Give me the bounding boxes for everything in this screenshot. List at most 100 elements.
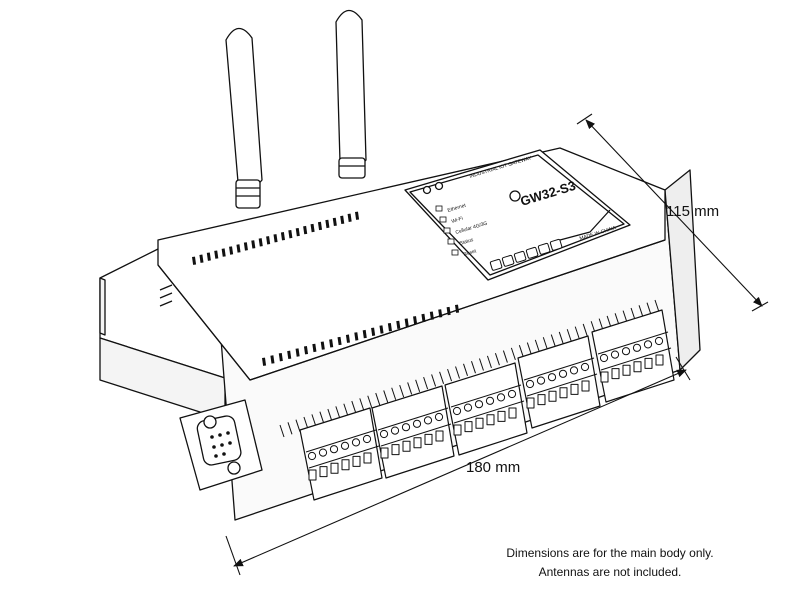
terminal-slot: [526, 397, 535, 409]
terminal-slot: [435, 430, 444, 442]
vent-slot: [421, 313, 426, 323]
terminal-screw: [569, 366, 579, 375]
vent-slot: [270, 355, 275, 364]
fin-line: [558, 331, 564, 345]
terminal-screw: [610, 350, 620, 359]
terminal-slot: [424, 433, 433, 445]
fin-line: [494, 353, 500, 366]
fin-line: [566, 329, 572, 342]
vent-slot: [455, 304, 460, 313]
indicator-icon: [447, 238, 455, 245]
terminal-screw: [351, 438, 361, 447]
terminal-slot: [391, 444, 400, 456]
terminal-slot: [559, 387, 568, 399]
terminal-slot: [537, 394, 546, 406]
vent-slot: [278, 352, 283, 362]
fin-line: [502, 350, 508, 363]
indicator-label: Status: [459, 237, 475, 247]
vent-slot: [251, 240, 256, 249]
terminal-slot: [402, 440, 411, 452]
vent-slot: [347, 213, 352, 222]
vent-slot: [345, 334, 350, 343]
terminal-screw: [643, 340, 653, 349]
terminal-screw: [580, 362, 590, 372]
antenna-left: [225, 27, 263, 209]
terminal-slot: [464, 421, 473, 433]
vent-slot: [262, 357, 267, 366]
terminal-screw: [318, 448, 328, 457]
fin-line: [638, 305, 644, 318]
vent-slot: [387, 323, 392, 332]
vent-slots-front: [262, 304, 460, 366]
fin-line: [486, 355, 492, 369]
vent-slot: [280, 232, 285, 241]
terminal-screw: [485, 396, 495, 405]
terminal-slot: [548, 390, 557, 402]
vent-slot: [396, 320, 401, 330]
panel-button: [489, 258, 503, 271]
terminal-screw: [423, 416, 433, 425]
terminal-screw: [340, 441, 350, 450]
indicator-label: Reset: [463, 248, 478, 258]
terminal-slot: [611, 368, 620, 380]
fin-line: [550, 334, 556, 347]
vent-slot: [354, 332, 359, 341]
panel-button: [501, 254, 515, 267]
terminal-screw: [412, 419, 422, 428]
vent-slot: [258, 238, 263, 247]
depth-label: 115 mm: [666, 203, 719, 220]
note-line-2: Antennas are not included.: [538, 565, 682, 579]
terminal-screw: [507, 389, 517, 399]
terminal-slot: [319, 466, 328, 478]
vent-slot: [236, 244, 241, 253]
indicator-icon: [435, 205, 443, 212]
fin-line: [534, 339, 540, 353]
terminal-screw: [401, 423, 411, 432]
vent-slot: [325, 219, 330, 229]
fin-line: [510, 347, 516, 361]
terminal-slot: [644, 357, 653, 369]
terminal-slot: [363, 452, 372, 464]
terminal-slot: [475, 417, 484, 429]
terminal-slot: [497, 410, 506, 422]
vent-slot: [303, 346, 309, 355]
vent-slot: [229, 246, 234, 255]
vent-slot: [303, 225, 308, 235]
terminal-screw: [558, 369, 568, 378]
terminal-screw: [452, 406, 462, 416]
terminal-screw: [621, 347, 631, 356]
vent-slot: [371, 327, 376, 336]
fin-line: [526, 342, 532, 355]
terminal-screw: [632, 343, 642, 352]
terminal-screw: [434, 412, 444, 422]
terminal-slot: [581, 380, 590, 392]
dimension-depth: 115 mm: [576, 113, 769, 312]
vent-slot: [206, 252, 211, 261]
terminal-slot: [308, 469, 317, 481]
terminal-slot: [570, 383, 579, 395]
terminal-screw: [547, 373, 557, 382]
vent-slot: [288, 229, 293, 239]
note-line-1: Dimensions are for the main body only.: [506, 546, 714, 560]
terminal-slot: [413, 437, 422, 449]
vent-slot: [438, 309, 443, 318]
terminal-slot: [633, 361, 642, 373]
terminal-screw: [525, 379, 535, 389]
terminal-screw: [362, 434, 372, 444]
vent-slots-rear: [191, 211, 360, 265]
indicator-label: Wi-Fi: [451, 216, 464, 225]
terminal-screw: [307, 451, 317, 461]
fin-line: [582, 323, 588, 337]
terminal-screw: [496, 393, 506, 402]
vent-slot: [413, 316, 418, 325]
vent-slot: [266, 236, 271, 245]
panel-button: [537, 242, 551, 255]
dimension-length: 180 mm: [225, 356, 691, 576]
fin-line: [574, 326, 580, 339]
vent-slot: [317, 221, 323, 231]
vent-slot: [362, 329, 367, 339]
terminal-slot: [341, 459, 350, 471]
vent-slot: [329, 339, 334, 348]
terminal-screw: [463, 403, 473, 412]
